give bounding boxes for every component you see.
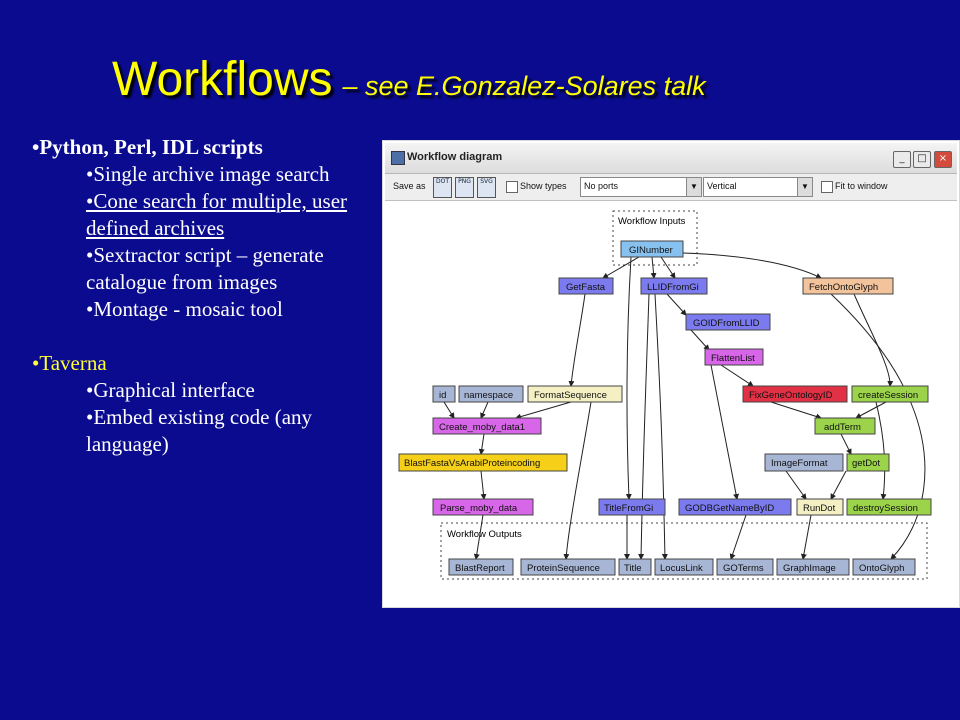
svg-text:Title: Title [624,563,642,574]
node-blastfasta[interactable]: BlastFastaVsArabiProteincoding [398,453,568,472]
minimize-button[interactable]: _ [893,151,911,168]
bullet-graphical-interface: •Graphical interface [86,378,255,402]
window-toolbar: Save as DOT PNG SVG Show types No ports … [385,174,957,201]
bullet-montage: •Montage - mosaic tool [86,297,283,321]
bullet-scripts: •Python, Perl, IDL scripts [32,135,263,159]
orientation-select-value: Vertical [707,181,737,191]
node-namespace[interactable]: namespace [458,385,524,403]
node-out-proteinsequence[interactable]: ProteinSequence [520,558,616,576]
node-destroysession[interactable]: destroySession [846,498,932,516]
save-svg-button[interactable]: SVG [477,177,496,198]
orientation-select[interactable]: Vertical ▼ [703,177,813,197]
outputs-label: Workflow Outputs [447,529,522,540]
svg-text:LocusLink: LocusLink [660,563,703,574]
ports-select-value: No ports [584,181,619,191]
svg-text:ProteinSequence: ProteinSequence [527,563,600,574]
node-out-ontoglyph[interactable]: OntoGlyph [852,558,916,576]
fit-to-window-checkbox[interactable] [821,181,833,193]
fit-to-window-label: Fit to window [835,181,888,191]
window-title: Workflow diagram [407,151,503,163]
svg-text:createSession: createSession [858,390,918,401]
close-button[interactable]: × [934,151,952,168]
node-id[interactable]: id [432,385,456,403]
maximize-button[interactable]: □ [913,151,931,168]
node-fetchontoglyph[interactable]: FetchOntoGlyph [802,277,894,295]
svg-text:addTerm: addTerm [824,422,861,433]
svg-text:GINumber: GINumber [629,245,673,256]
node-llidfromgi[interactable]: LLIDFromGi [640,277,708,295]
node-out-locuslink[interactable]: LocusLink [654,558,714,576]
node-flattenlist[interactable]: FlattenList [704,348,764,366]
svg-text:GraphImage: GraphImage [783,563,836,574]
svg-text:GetFasta: GetFasta [566,282,606,293]
bullet-taverna: •Taverna [32,351,107,375]
chevron-down-icon: ▼ [797,178,812,196]
svg-text:LLIDFromGi: LLIDFromGi [647,282,699,293]
workflow-canvas: Workflow Inputs Workflow Outputs [398,210,932,580]
node-imageformat[interactable]: ImageFormat [764,453,844,472]
chevron-down-icon: ▼ [686,178,701,196]
node-rundot[interactable]: RunDot [796,498,844,516]
node-parse-moby-data[interactable]: Parse_moby_data [432,498,534,516]
svg-text:GOIDFromLLID: GOIDFromLLID [693,318,760,329]
node-fixgeneontologyid[interactable]: FixGeneOntologyID [742,385,848,403]
node-godbgetnamebyid[interactable]: GODBGetNameByID [678,498,792,516]
show-types-label: Show types [520,181,567,191]
svg-text:getDot: getDot [852,458,880,469]
svg-text:GOTerms: GOTerms [723,563,764,574]
show-types-checkbox[interactable] [506,181,518,193]
svg-text:FormatSequence: FormatSequence [534,390,607,401]
svg-text:GODBGetNameByID: GODBGetNameByID [685,503,774,514]
bullet-sextractor: •Sextractor script – generate catalogue … [86,243,324,294]
svg-text:ImageFormat: ImageFormat [771,458,828,469]
svg-text:BlastFastaVsArabiProteincoding: BlastFastaVsArabiProteincoding [404,458,540,469]
node-getfasta[interactable]: GetFasta [558,277,614,295]
node-create-moby-data1[interactable]: Create_moby_data1 [432,417,542,435]
svg-text:destroySession: destroySession [853,503,918,514]
svg-text:Create_moby_data1: Create_moby_data1 [439,422,525,433]
workflow-diagram-window: Workflow diagram _ □ × Save as DOT PNG S… [382,140,960,608]
node-out-title[interactable]: Title [618,558,652,576]
node-goidfromllid[interactable]: GOIDFromLLID [685,313,771,331]
node-titlefromgi[interactable]: TitleFromGi [598,498,666,516]
bullet-cone-search: •Cone search for multiple, user defined … [86,189,348,240]
window-titlebar[interactable]: Workflow diagram _ □ × [385,143,957,174]
save-as-label: Save as [393,181,426,191]
bullet-single-archive: •Single archive image search [86,162,330,186]
node-ginumber[interactable]: GINumber [620,240,684,258]
bullet-list: •Python, Perl, IDL scripts •Single archi… [32,134,377,458]
node-out-goterms[interactable]: GOTerms [716,558,774,576]
node-getdot[interactable]: getDot [846,453,890,472]
slide-title-main: Workflows [112,53,333,106]
node-formatsequence[interactable]: FormatSequence [527,385,623,403]
svg-text:TitleFromGi: TitleFromGi [604,503,653,514]
node-out-graphimage[interactable]: GraphImage [776,558,850,576]
save-png-button[interactable]: PNG [455,177,474,198]
ports-select[interactable]: No ports ▼ [580,177,702,197]
svg-text:FetchOntoGlyph: FetchOntoGlyph [809,282,878,293]
bullet-embed-code: •Embed existing code (any language) [86,405,313,456]
svg-text:BlastReport: BlastReport [455,563,505,574]
svg-text:RunDot: RunDot [803,503,836,514]
node-addterm[interactable]: addTerm [814,417,876,435]
save-dot-button[interactable]: DOT [433,177,452,198]
svg-text:OntoGlyph: OntoGlyph [859,563,904,574]
edges [443,252,926,560]
node-out-blastreport[interactable]: BlastReport [448,558,514,576]
inputs-label: Workflow Inputs [618,216,686,227]
svg-text:FixGeneOntologyID: FixGeneOntologyID [749,390,833,401]
node-createsession[interactable]: createSession [851,385,929,403]
inputs-group [612,210,698,266]
app-icon [391,151,405,165]
svg-text:id: id [439,390,446,401]
slide-subtitle: – see E.Gonzalez-Solares talk [342,71,706,101]
svg-text:FlattenList: FlattenList [711,353,755,364]
slide-title: Workflows – see E.Gonzalez-Solares talk [112,52,706,107]
svg-text:namespace: namespace [464,390,513,401]
svg-text:Parse_moby_data: Parse_moby_data [440,503,518,514]
outputs-group [440,522,928,580]
